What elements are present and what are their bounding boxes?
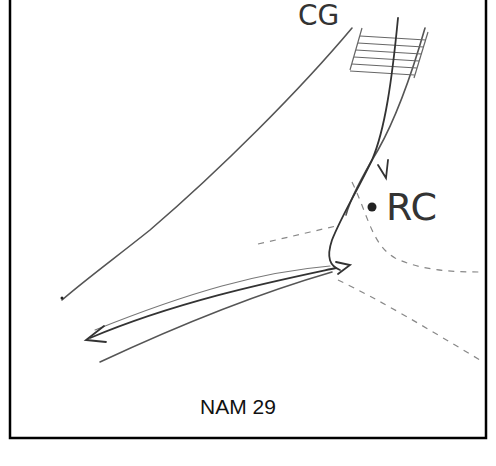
part-label: RC [386,188,437,226]
point-marker [368,203,377,212]
figure-caption: NAM 29 [200,396,276,417]
dashed-outline [258,182,480,360]
frame [10,0,486,438]
part-label: CG [298,2,339,30]
vessel-outline [62,28,425,362]
flow-arrow [86,18,398,342]
dot [61,297,64,300]
hatched-band [350,28,428,78]
